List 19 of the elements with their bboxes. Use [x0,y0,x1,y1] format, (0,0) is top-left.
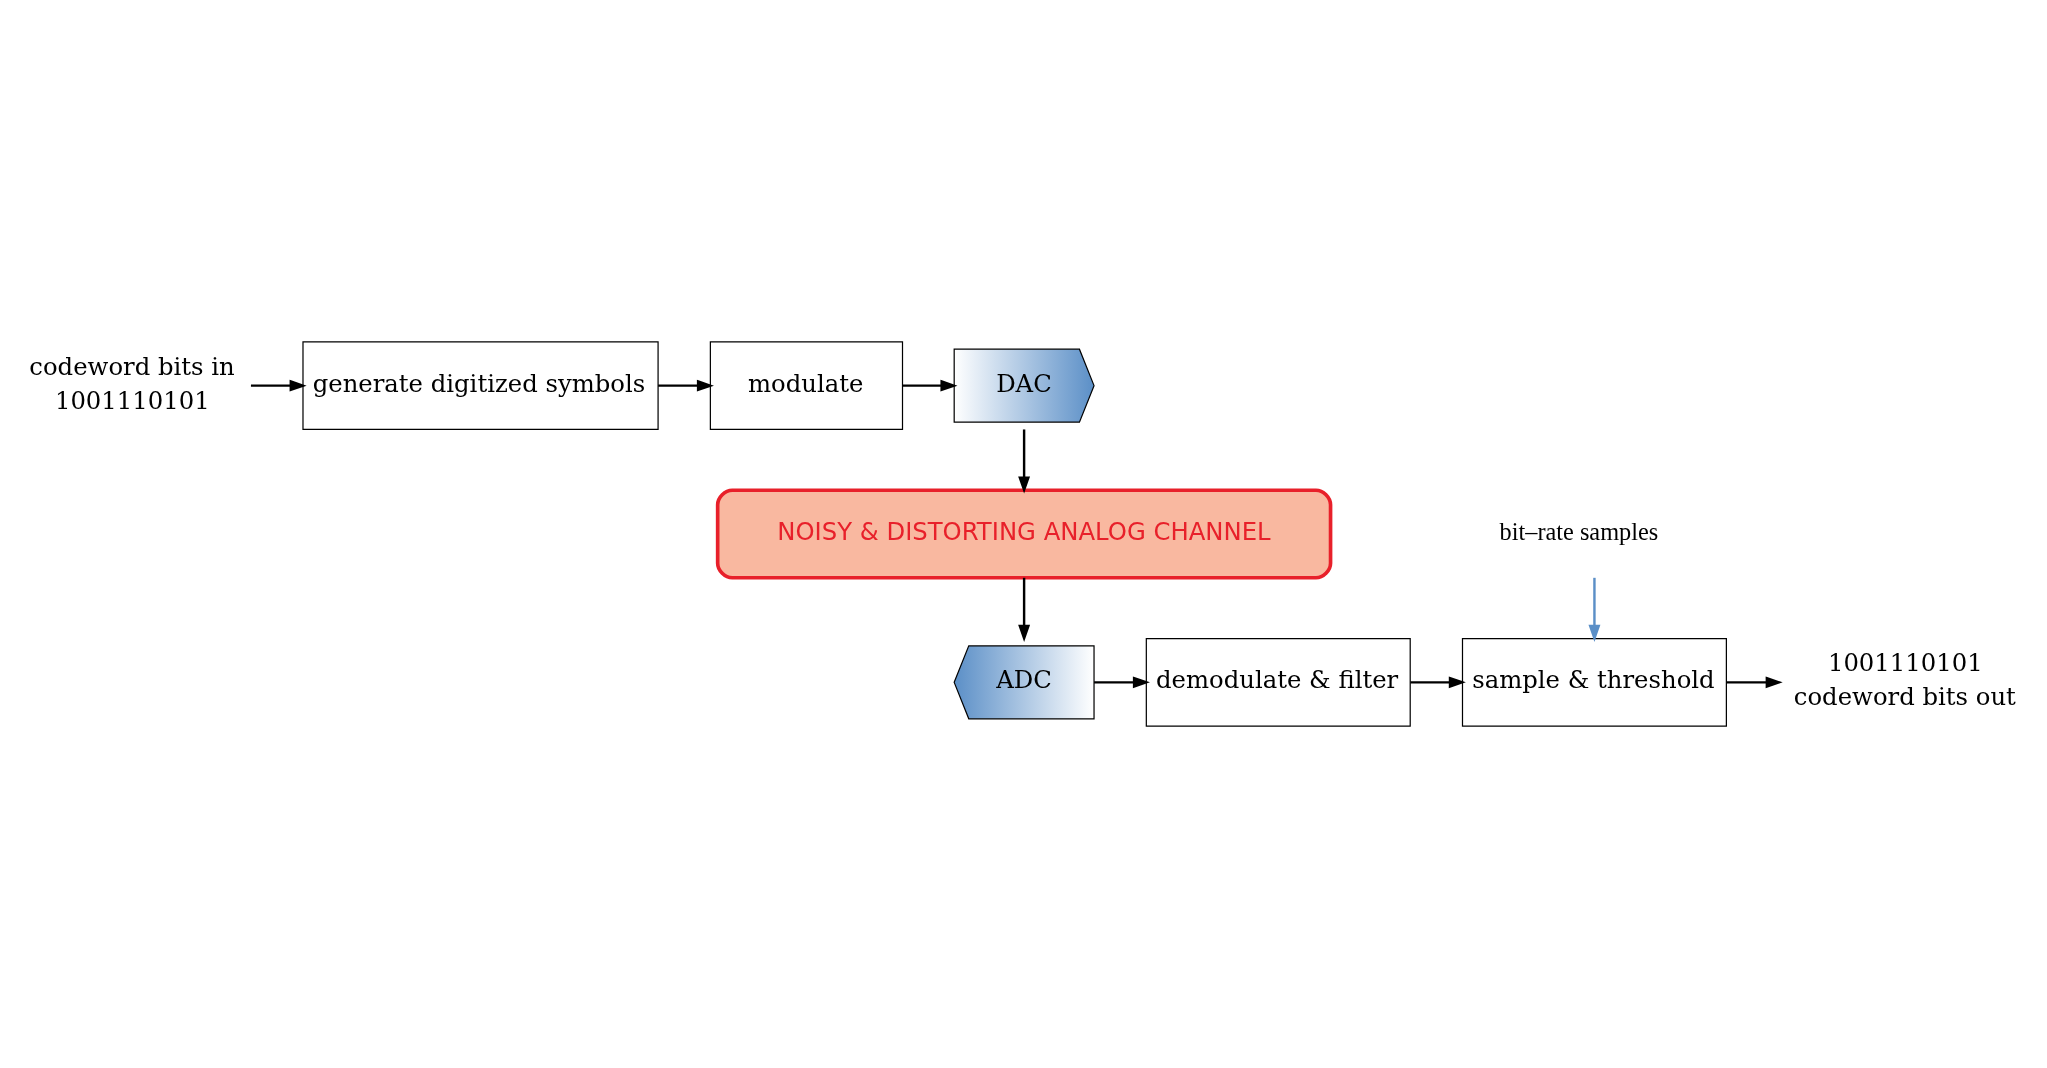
arrow [250,379,307,392]
node-label: codeword bits out [1793,682,2016,712]
node-label: codeword bits in [29,351,235,381]
node-box: NOISY & DISTORTING ANALOG CHANNEL [715,488,1333,580]
arrow [1410,676,1466,689]
arrow [1094,676,1150,689]
arrow [658,379,714,392]
node-box: sample & threshold [1461,637,1727,727]
node-box: generate digitized symbols [302,341,659,431]
arrow [1018,577,1031,642]
node-box: modulate [709,341,904,431]
node-box: demodulate & filter [1145,637,1411,727]
arrow [1727,676,1783,689]
arrow [1588,577,1601,642]
arrow [1018,429,1031,494]
node-text: 1001110101 [54,385,210,415]
node-text: bit–rate samples [1499,518,1659,546]
arrow [902,379,958,392]
node-text: 1001110101 [1827,648,1983,678]
